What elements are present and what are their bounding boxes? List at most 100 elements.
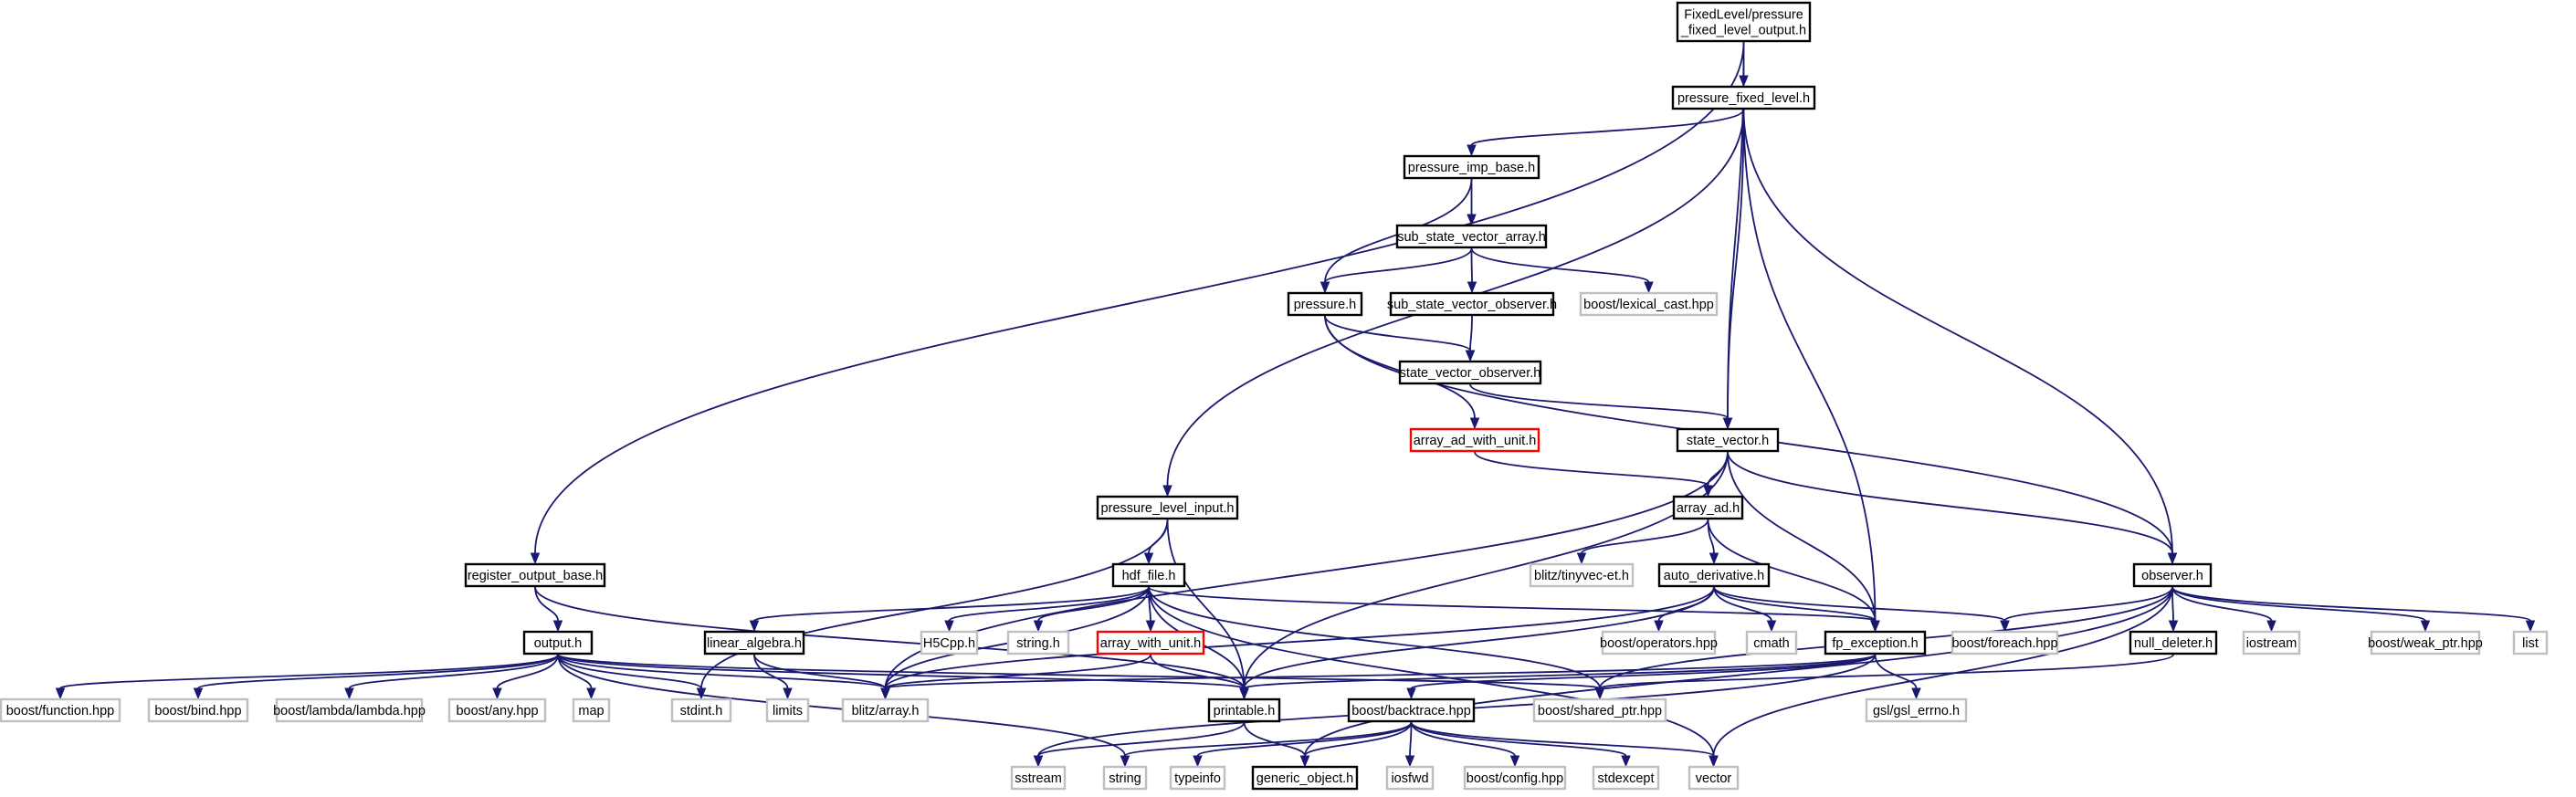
node-print[interactable]: printable.h — [1207, 697, 1281, 723]
edge-arrowhead — [344, 687, 354, 700]
dependency-edge — [1469, 383, 1729, 419]
dependency-edge — [2003, 586, 2173, 622]
node-go[interactable]: generic_object.h — [1251, 765, 1359, 791]
dependency-edge — [1410, 721, 1715, 757]
node-label: array_ad_with_unit.h — [1414, 434, 1537, 448]
node-label: boost/function.hpp — [6, 704, 115, 718]
edge-arrowhead — [1576, 552, 1587, 565]
dependency-edge — [1304, 586, 2173, 757]
edge-arrowhead — [783, 687, 793, 700]
node-typeinfo: typeinfo — [1169, 765, 1226, 791]
node-gsl: gsl/gsl_errno.h — [1865, 697, 1968, 723]
node-fpe[interactable]: fp_exception.h — [1824, 630, 1927, 655]
dependency-edge — [1124, 721, 1413, 757]
node-box — [841, 697, 930, 723]
node-ad[interactable]: auto_derivative.h — [1657, 562, 1771, 588]
node-label: H5Cpp.h — [923, 636, 975, 651]
node-label: map — [578, 704, 604, 718]
node-label: pressure_imp_base.h — [1408, 161, 1535, 175]
node-label: boost/any.hpp — [456, 704, 538, 718]
node-ios: iostream — [2242, 630, 2301, 655]
node-aad[interactable]: array_ad.h — [1672, 495, 1744, 520]
node-ssvo[interactable]: sub_state_vector_observer.h — [1387, 291, 1557, 317]
node-label: vector — [1696, 771, 1732, 786]
edge-arrowhead — [696, 687, 707, 700]
node-label: string.h — [1016, 636, 1060, 651]
node-box — [1389, 291, 1555, 317]
edge-arrowhead — [1467, 214, 1477, 226]
edge-arrowhead — [1406, 687, 1416, 700]
node-label: array_ad.h — [1677, 501, 1740, 516]
edge-arrowhead — [1467, 144, 1477, 157]
dependency-edge — [1410, 721, 1627, 757]
node-aawu[interactable]: array_ad_with_unit.h — [1409, 427, 1540, 453]
node-label: hdf_file.h — [1122, 569, 1176, 583]
edge-arrowhead — [1320, 281, 1330, 294]
node-label: blitz/tinyvec-et.h — [1534, 569, 1629, 583]
edge-arrowhead — [552, 620, 563, 633]
node-ssva[interactable]: sub_state_vector_array.h — [1395, 224, 1548, 249]
node-box — [1395, 224, 1548, 249]
node-obs[interactable]: observer.h — [2132, 562, 2213, 588]
node-box — [670, 697, 732, 723]
node-sv[interactable]: state_vector.h — [1676, 427, 1780, 453]
node-out[interactable]: output.h — [522, 630, 594, 655]
node-awu[interactable]: array_with_unit.h — [1096, 630, 1205, 655]
node-box — [0, 697, 121, 723]
node-press[interactable]: pressure.h — [1287, 291, 1363, 317]
node-string: string — [1102, 765, 1148, 791]
edge-arrowhead — [1239, 687, 1249, 700]
node-pib[interactable]: pressure_imp_base.h — [1403, 154, 1540, 180]
dependency-edge — [700, 519, 1169, 689]
node-root[interactable]: FixedLevel/pressure_fixed_level_output.h — [1676, 1, 1812, 43]
node-bcfg: boost/config.hpp — [1463, 765, 1567, 791]
node-nd[interactable]: null_deleter.h — [2129, 630, 2218, 655]
node-label: boost/config.hpp — [1467, 771, 1563, 786]
node-label: boost/lambda/lambda.hpp — [273, 704, 426, 718]
edge-arrowhead — [1469, 417, 1480, 430]
node-box — [1398, 360, 1542, 385]
node-box — [1403, 154, 1540, 180]
edge-arrowhead — [1404, 755, 1415, 768]
edge-arrowhead — [492, 687, 502, 700]
dependency-edges — [55, 41, 2536, 768]
node-la[interactable]: linear_algebra.h — [703, 630, 805, 655]
dependency-edge — [1148, 586, 1715, 757]
node-label: boost/bind.hpp — [154, 704, 241, 718]
dependency-edge — [1470, 247, 1473, 283]
dependency-edge — [2171, 586, 2531, 622]
node-box — [1676, 427, 1780, 453]
node-box — [1950, 630, 2059, 655]
dependency-edge — [1243, 721, 1306, 757]
edge-arrowhead — [1033, 620, 1044, 633]
node-box — [1532, 697, 1667, 723]
edge-arrowhead — [530, 552, 541, 565]
node-label: sub_state_vector_observer.h — [1387, 298, 1557, 312]
node-hdf[interactable]: hdf_file.h — [1111, 562, 1186, 588]
node-label: fp_exception.h — [1832, 636, 1918, 651]
node-bbt[interactable]: boost/backtrace.hpp — [1347, 697, 1476, 723]
node-label: boost/backtrace.hpp — [1351, 704, 1471, 718]
node-pfl[interactable]: pressure_fixed_level.h — [1671, 85, 1816, 110]
edge-arrowhead — [1162, 485, 1172, 498]
node-pli[interactable]: pressure_level_input.h — [1096, 495, 1239, 520]
dependency-edge — [557, 654, 1246, 689]
dependency-edge — [1410, 654, 1877, 689]
node-cmath: cmath — [1745, 630, 1798, 655]
node-svo[interactable]: state_vector_observer.h — [1398, 360, 1542, 385]
node-rob[interactable]: register_output_base.h — [464, 562, 606, 588]
dependency-edge — [557, 654, 887, 689]
edge-arrowhead — [1193, 755, 1203, 768]
node-box — [1671, 85, 1816, 110]
dependency-edge — [948, 586, 1150, 622]
dependency-edge — [1713, 586, 2006, 622]
node-box — [1409, 427, 1540, 453]
dependency-edge — [884, 654, 1877, 689]
node-label: output.h — [534, 636, 582, 651]
edge-arrowhead — [1722, 417, 1733, 430]
node-label: linear_algebra.h — [707, 636, 802, 651]
node-box — [1111, 562, 1186, 588]
dependency-edge — [557, 654, 1601, 689]
node-box — [1169, 765, 1226, 791]
